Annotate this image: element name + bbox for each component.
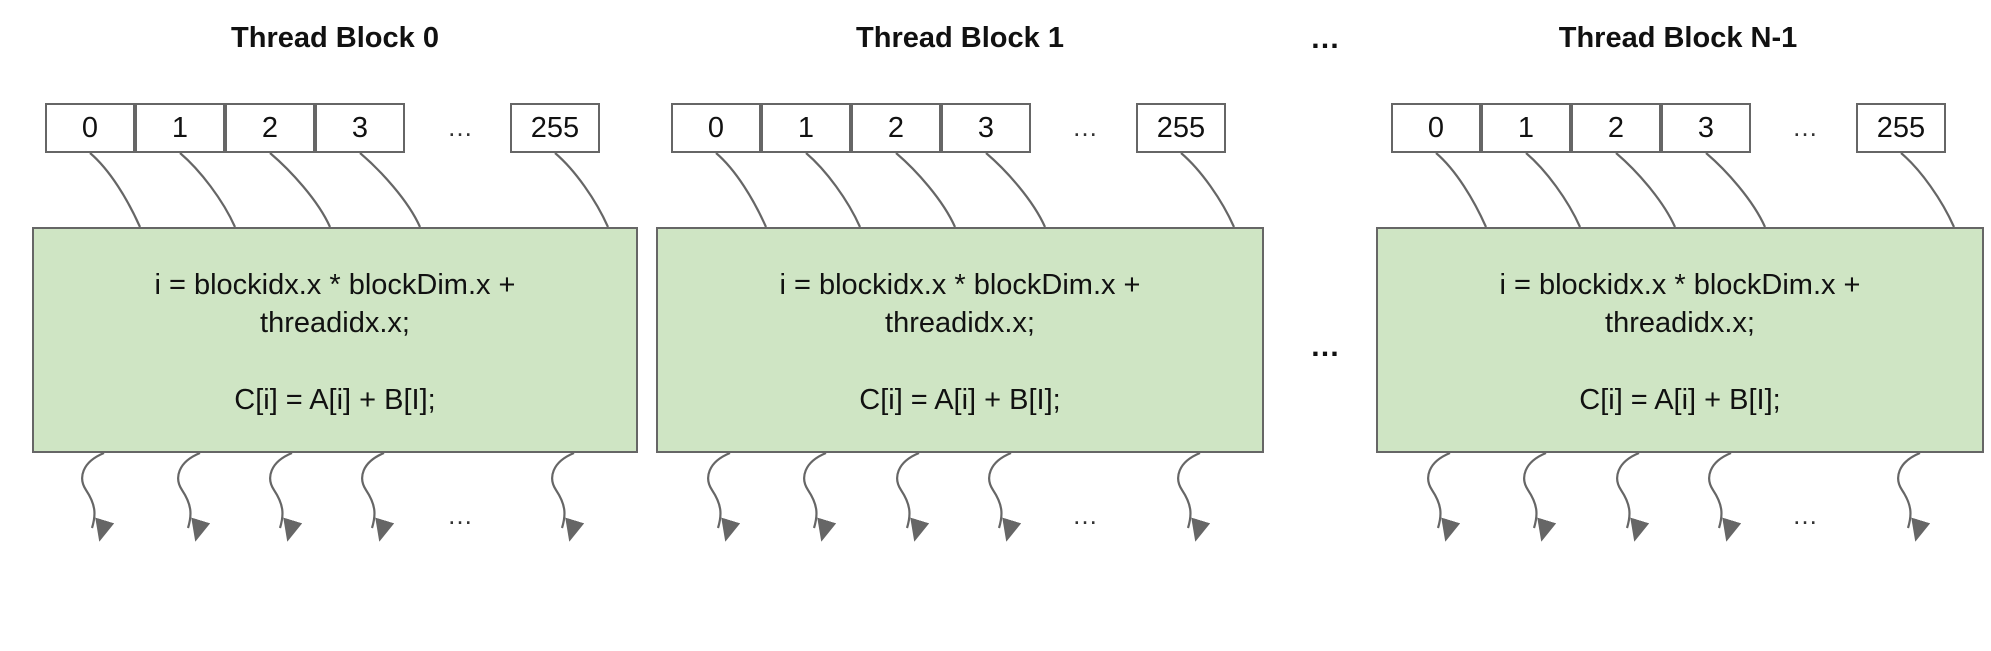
- thread-output-arrow: [269, 451, 303, 542]
- thread-output-arrow: [896, 451, 930, 542]
- thread-connector-curve: [179, 152, 237, 228]
- kernel-code-line: i = blockidx.x * blockDim.x +: [154, 269, 516, 301]
- thread-block-title: Thread Block 1: [856, 22, 1064, 54]
- thread-connector-curve: [805, 152, 862, 228]
- thread-output-arrow: [1523, 451, 1557, 542]
- thread-connector-curve: [269, 152, 332, 228]
- thread-index-cell: 1: [1481, 103, 1571, 153]
- thread-index-cell: 3: [1661, 103, 1751, 153]
- thread-connector-curve: [715, 152, 768, 228]
- thread-connector-curve: [359, 152, 422, 228]
- thread-connector-curve: [89, 152, 142, 228]
- thread-index-cell: 255: [1136, 103, 1226, 153]
- thread-connector-curve: [1705, 152, 1767, 228]
- thread-output-arrow: [1177, 451, 1211, 542]
- thread-output-arrow: [1708, 451, 1742, 542]
- thread-connector-curve: [1435, 152, 1488, 228]
- thread-output-arrow: [803, 451, 837, 542]
- thread-index-cell: 0: [671, 103, 761, 153]
- thread-output-arrow: [1897, 451, 1931, 542]
- thread-connector-curve: [895, 152, 957, 228]
- thread-index-cell: 255: [510, 103, 600, 153]
- thread-connector-curve: [1900, 152, 1956, 228]
- thread-index-ellipsis: …: [447, 112, 473, 142]
- kernel-code-line: threadidx.x;: [260, 307, 410, 339]
- thread-connector-curve: [1180, 152, 1236, 228]
- thread-output-arrow: [707, 451, 741, 542]
- thread-index-cell: 3: [315, 103, 405, 153]
- kernel-code-line: C[i] = A[i] + B[I];: [859, 384, 1061, 416]
- kernel-code-box: i = blockidx.x * blockDim.x + threadidx.x…: [1376, 227, 1984, 453]
- thread-index-cell: 3: [941, 103, 1031, 153]
- thread-index-cell: 1: [135, 103, 225, 153]
- thread-index-cell: 1: [761, 103, 851, 153]
- thread-output-arrow: [177, 451, 211, 542]
- kernel-code-box: i = blockidx.x * blockDim.x + threadidx.x…: [32, 227, 638, 453]
- thread-index-cell: 0: [1391, 103, 1481, 153]
- thread-index-cell: 2: [851, 103, 941, 153]
- thread-output-ellipsis: …: [1072, 500, 1098, 530]
- thread-connector-curve: [554, 152, 610, 228]
- kernel-code-line: threadidx.x;: [885, 307, 1035, 339]
- between-blocks-ellipsis-top: …: [1310, 22, 1340, 55]
- thread-output-arrow: [81, 451, 115, 542]
- thread-index-cell: 255: [1856, 103, 1946, 153]
- thread-output-ellipsis: …: [447, 500, 473, 530]
- thread-output-ellipsis: …: [1792, 500, 1818, 530]
- kernel-code-line: C[i] = A[i] + B[I];: [1579, 384, 1781, 416]
- thread-index-cell: 2: [225, 103, 315, 153]
- thread-index-cell: 2: [1571, 103, 1661, 153]
- thread-connector-curve: [1615, 152, 1677, 228]
- thread-output-arrow: [1616, 451, 1650, 542]
- thread-connector-curve: [985, 152, 1047, 228]
- thread-block-title: Thread Block 0: [231, 22, 439, 54]
- kernel-code-line: i = blockidx.x * blockDim.x +: [779, 269, 1141, 301]
- kernel-code-line: C[i] = A[i] + B[I];: [234, 384, 436, 416]
- kernel-code-box: i = blockidx.x * blockDim.x + threadidx.x…: [656, 227, 1264, 453]
- thread-index-ellipsis: …: [1792, 112, 1818, 142]
- thread-output-arrow: [361, 451, 395, 542]
- thread-connector-curve: [1525, 152, 1582, 228]
- kernel-code-line: i = blockidx.x * blockDim.x +: [1499, 269, 1861, 301]
- thread-output-arrow: [551, 451, 585, 542]
- kernel-code-line: threadidx.x;: [1605, 307, 1755, 339]
- thread-index-cell: 0: [45, 103, 135, 153]
- thread-output-arrow: [1427, 451, 1461, 542]
- thread-output-arrow: [988, 451, 1022, 542]
- thread-block-title: Thread Block N-1: [1558, 22, 1798, 54]
- thread-index-ellipsis: …: [1072, 112, 1098, 142]
- between-blocks-ellipsis-middle: …: [1310, 330, 1340, 363]
